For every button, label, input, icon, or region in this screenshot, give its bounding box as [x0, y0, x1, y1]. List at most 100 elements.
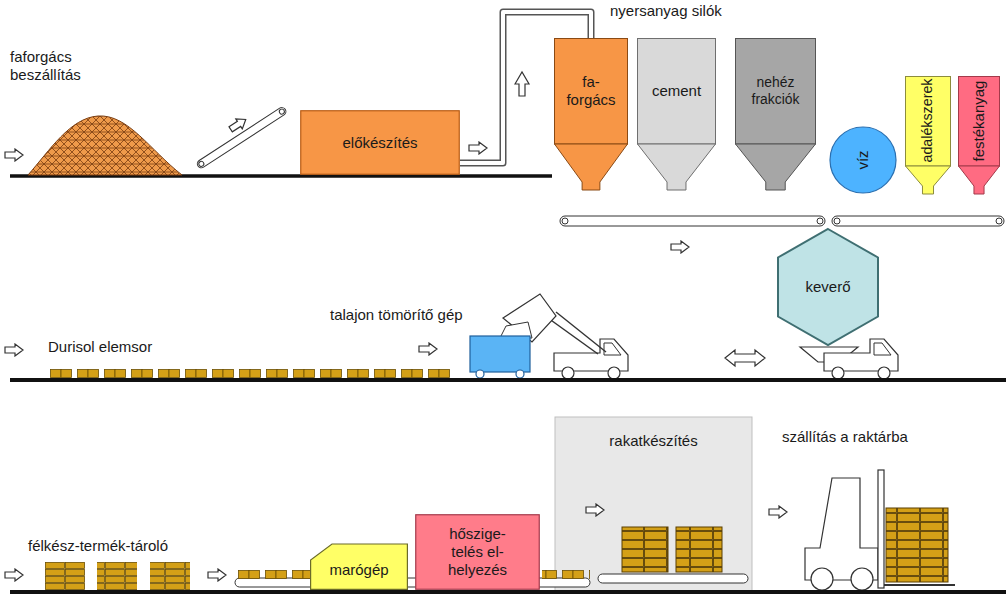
text-area: víz	[829, 126, 897, 194]
silo-hopper	[638, 144, 716, 190]
up-arrow	[515, 72, 529, 96]
conveyor-belt	[560, 216, 825, 226]
block-stack	[150, 562, 190, 590]
node-label: nehéz frakciók	[735, 74, 816, 107]
region-panel: rakatkészítés	[555, 417, 752, 593]
milling-machine: marógép	[310, 540, 408, 590]
process-box: előkészítés	[300, 110, 460, 175]
silo-hopper	[736, 144, 816, 190]
flow-arrow	[5, 344, 23, 356]
flow-arrow	[419, 343, 437, 355]
box-outline	[416, 515, 540, 590]
forklift-fork	[884, 584, 955, 586]
roller	[198, 160, 205, 167]
silo-body	[736, 39, 816, 145]
block-stack	[45, 562, 85, 590]
caption-label: szállítás a raktárba	[782, 428, 957, 446]
node-label: hőszige-telés el-helyezés	[444, 525, 512, 579]
roller	[562, 218, 568, 224]
silo-hopper	[959, 166, 1000, 194]
ground-line	[10, 590, 1006, 594]
circle-outline	[830, 127, 896, 193]
roller	[834, 218, 840, 224]
wood-chip-pile	[28, 116, 182, 175]
node-shape	[554, 38, 628, 190]
text-area: rakatkészítés	[555, 421, 752, 461]
text-area: fa-forgács	[554, 38, 628, 144]
caption-label: nyersanyag silók	[610, 2, 740, 20]
flow-arrow	[769, 506, 787, 518]
caption-label: Durisol elemsor	[48, 338, 198, 356]
silo-body	[906, 77, 951, 167]
durisol-blocks	[50, 369, 450, 378]
pallet	[622, 527, 668, 572]
node-label: víz	[854, 150, 872, 169]
silo-body	[638, 39, 716, 145]
silo-body	[555, 39, 628, 145]
caption-label: talajon tömörítő gép	[330, 306, 500, 324]
pallet	[676, 527, 722, 572]
truck	[824, 339, 898, 379]
pigment-hopper: festékanyag	[958, 76, 1000, 194]
incline-conveyor	[196, 106, 288, 169]
text-area: festékanyag	[958, 76, 1000, 166]
roller	[278, 108, 285, 115]
roller	[996, 218, 1002, 224]
conveyor-belt	[832, 216, 1004, 226]
durisol-blocks	[238, 570, 313, 579]
node-label: keverő	[805, 278, 850, 296]
silo-hopper	[555, 144, 628, 190]
silo-hopper	[906, 166, 951, 194]
hexagon-outline	[778, 229, 878, 345]
mixer-hexagon: keverő	[777, 228, 879, 346]
node-label: előkészítés	[342, 134, 417, 152]
flow-arrow	[5, 149, 23, 161]
region-ground	[555, 417, 752, 593]
caption-label: félkész-termék-tároló	[28, 537, 203, 555]
wheel	[811, 568, 833, 590]
box-outline	[301, 111, 460, 175]
node-label: fa-forgács	[564, 73, 619, 109]
compactor-machine	[470, 336, 530, 372]
flow-arrow	[586, 504, 604, 516]
text-area: hőszige-telés el-helyezés	[415, 514, 540, 590]
forklift-mast	[878, 470, 884, 588]
node-shape	[637, 38, 716, 190]
process-box: hőszige-telés el-helyezés	[415, 514, 540, 590]
roller	[817, 218, 823, 224]
conveyor-belt	[598, 574, 748, 583]
node-label: festékanyag	[970, 81, 988, 162]
double-arrow	[725, 350, 765, 366]
node-label: marógép	[329, 561, 388, 579]
flow-arrow	[208, 569, 226, 581]
node-shape	[735, 38, 816, 190]
ground-line	[10, 378, 1006, 382]
silo: fa-forgács	[554, 38, 628, 190]
truck-arm	[548, 318, 598, 354]
text-area: nehéz frakciók	[735, 38, 816, 144]
text-area: marógép	[310, 550, 408, 590]
machine-outline	[311, 544, 408, 589]
flow-arrow	[671, 241, 689, 253]
truck-arm	[556, 312, 606, 352]
silo-body	[959, 77, 1000, 167]
wheel	[516, 370, 524, 378]
caption-label: faforgács beszállítás	[10, 48, 100, 84]
silo: cement	[637, 38, 716, 190]
conveyor-belt	[196, 106, 288, 169]
text-area: előkészítés	[300, 110, 460, 175]
text-area: adalékszerek	[905, 76, 951, 166]
wheel	[476, 370, 484, 378]
additive-hopper: adalékszerek	[905, 76, 951, 194]
flow-arrow	[5, 569, 23, 581]
text-area: keverő	[777, 228, 879, 346]
truck	[554, 339, 628, 379]
durisol-blocks	[542, 570, 590, 579]
wheel	[851, 568, 873, 590]
forklift-body	[805, 478, 878, 580]
water-tank: víz	[829, 126, 897, 194]
node-label: adalékszerek	[919, 79, 936, 163]
block-stack	[97, 562, 137, 590]
node-label: rakatkészítés	[609, 432, 697, 450]
